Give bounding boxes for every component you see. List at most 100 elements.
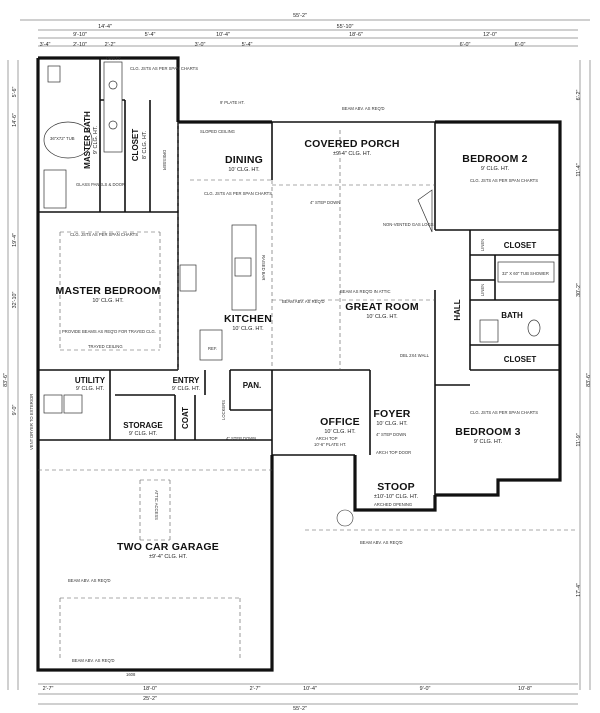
dim-right-overall: 83'-6" [586, 373, 592, 387]
dim-top-g: 3'-0" [195, 42, 206, 48]
note-sloped-ceiling: SLOPED CEILING [200, 129, 235, 134]
note-step-down-2: 4" STEP DOWN [226, 436, 256, 441]
note-raised-bar: RAISED BAR [261, 255, 266, 280]
room-foyer: FOYER [373, 408, 410, 420]
room-linen2: LINEN [480, 284, 485, 296]
dim-left-b: 19'-4" [12, 233, 18, 247]
north-arrow-icon [336, 509, 354, 527]
room-foyer-clg: 10' CLG. HT. [376, 421, 408, 427]
room-bedroom3-clg: 9' CLG. HT. [474, 439, 503, 445]
vanity-icon [103, 61, 123, 153]
note-beam-garage-2: BEAM ABV. AS REQ'D [72, 658, 115, 663]
note-arch-top: ARCH TOP [316, 436, 338, 441]
note-beam-abv-1: BEAM ABV. AS REQ'D [342, 106, 385, 111]
note-dresser: DRESSER [162, 150, 167, 170]
note-beam-stoop: BEAM ABV. AS REQ'D [360, 540, 403, 545]
exterior-walls [36, 56, 562, 672]
shower-icon [43, 169, 67, 209]
top-dimensions: 55'-2" 55'-10" 14'-4" 10'-4" 18'-6" 12'-… [20, 13, 590, 48]
dim-top-e: 9'-10" [73, 32, 87, 38]
room-stoop-clg: ±10'-10" CLG. HT. [374, 494, 419, 500]
room-pantry: PAN. [243, 381, 262, 390]
note-arch-top-door: ARCH TOP DOOR [376, 450, 411, 455]
note-glass-panels: GLASS PANELS & DOOR [76, 182, 125, 187]
note-tub: 36"X72" TUB [50, 136, 75, 141]
room-closet-master: CLOSET [131, 129, 140, 162]
dim-top-l: 2'-10" [73, 42, 87, 48]
note-beam-master: PROVIDE BEAMS AS REQ'D FOR TRAYED CLG. [62, 329, 156, 334]
dim-left-d: 9'-0" [12, 405, 18, 416]
note-tub-shower: 32" X 60" TUB SHOWER [502, 271, 549, 276]
room-stoop: STOOP [377, 481, 415, 493]
note-clg-jsts-4: CLG. JSTS AS PER SPAN CHARTS [470, 410, 538, 415]
dim-bottom-e: 2'-7" [43, 686, 54, 692]
note-clg-jsts-2: CLG. JSTS AS PER SPAN CHARTS [70, 232, 138, 237]
room-closet-master-clg: 8' CLG. HT. [142, 130, 148, 159]
room-covered-porch-clg: ±9'-4" CLG. HT. [333, 151, 372, 157]
dim-bottom-g: 2'-7" [250, 686, 261, 692]
dim-top-k: 3'-4" [40, 42, 51, 48]
note-beam-abv-2: BEAM ABV. AS REQ'D [282, 299, 325, 304]
fridge-icon [199, 329, 223, 361]
note-clg-jsts-1: CLG. JSTS AS PER SPAN CHARTS [130, 66, 198, 71]
bath-toilet-icon [527, 319, 541, 337]
note-lockers: LOCKERS [221, 400, 226, 420]
room-garage-clg: ±9'-4" CLG. HT. [149, 554, 188, 560]
dim-bottom-overall: 55'-2" [293, 706, 307, 712]
note-trayed-ceiling: TRAYED CEILING [88, 344, 123, 349]
room-office-clg: 10' CLG. HT. [324, 429, 356, 435]
note-non-vented: NON-VENTED GAS LOGS [383, 222, 434, 227]
dim-bottom-c: 9'-0" [420, 686, 431, 692]
dim-top-overall: 55'-2" [293, 13, 307, 19]
room-master-bedroom: MASTER BEDROOM [56, 285, 161, 297]
note-beam-attic: BEAM AS REQ'D IN ATTIC [340, 289, 391, 294]
dim-bottom-f: 18'-0" [143, 686, 157, 692]
sink-icon [108, 80, 118, 90]
note-clg-jsts-5: CLG. JSTS AS PER SPAN CHARTS [204, 191, 272, 196]
note-vent-dryer: VENT DRYER TO EXTERIOR [29, 394, 34, 450]
note-plate-ht: 10'-6" PLATE HT. [314, 442, 346, 447]
room-storage-clg: 9' CLG. HT. [129, 431, 158, 437]
dim-top-i: 6'-0" [460, 42, 471, 48]
dim-bottom-a: 25'-2" [143, 696, 157, 702]
note-beam-garage-1: BEAM ABV. AS REQ'D [68, 578, 111, 583]
room-storage: STORAGE [123, 421, 163, 430]
dim-top-f: 5'-4" [145, 32, 156, 38]
beam-lines [38, 122, 578, 660]
dim-top-d: 12'-0" [483, 32, 497, 38]
note-step-down-1: 4" STEP DOWN [376, 432, 406, 437]
room-kitchen-clg: 10' CLG. HT. [232, 326, 264, 332]
note-attic-access: ATTIC ACCESS [154, 490, 159, 520]
interior-walls [38, 58, 560, 495]
fixtures [43, 61, 555, 527]
dim-bottom-d: 10'-8" [518, 686, 532, 692]
room-kitchen: KITCHEN [224, 313, 272, 325]
room-office: OFFICE [320, 416, 360, 428]
room-bedroom2: BEDROOM 2 [462, 153, 527, 165]
room-entry-clg: 9' CLG. HT. [172, 386, 201, 392]
note-vanity: VANITY [106, 56, 121, 61]
room-closet-b2: CLOSET [504, 241, 537, 250]
room-utility: UTILITY [75, 376, 106, 385]
note-opening-code: 1608 [126, 672, 136, 677]
sink-kitchen-icon [234, 257, 252, 277]
range-icon [179, 264, 197, 292]
room-dining: DINING [225, 154, 263, 166]
room-bedroom2-clg: 9' CLG. HT. [481, 166, 510, 172]
tub-icon [43, 121, 93, 159]
room-linen1: LINEN [480, 239, 485, 251]
toilet-icon [47, 65, 61, 83]
room-coat: COAT [181, 407, 190, 429]
dim-bottom-b: 10'-4" [303, 686, 317, 692]
room-bedroom3: BEDROOM 3 [455, 426, 520, 438]
room-master-bedroom-clg: 10' CLG. HT. [92, 298, 124, 304]
note-plate-9: 9' PLATE HT. [220, 100, 245, 105]
dim-left-e: 5'-6" [12, 87, 18, 98]
dim-top-h: 5'-4" [242, 42, 253, 48]
room-covered-porch: COVERED PORCH [304, 138, 399, 150]
dim-top-m: 2'-2" [105, 42, 116, 48]
dim-left-overall: 83'-6" [3, 373, 9, 387]
room-dining-clg: 10' CLG. HT. [228, 167, 260, 173]
room-great-room-clg: 10' CLG. HT. [366, 314, 398, 320]
